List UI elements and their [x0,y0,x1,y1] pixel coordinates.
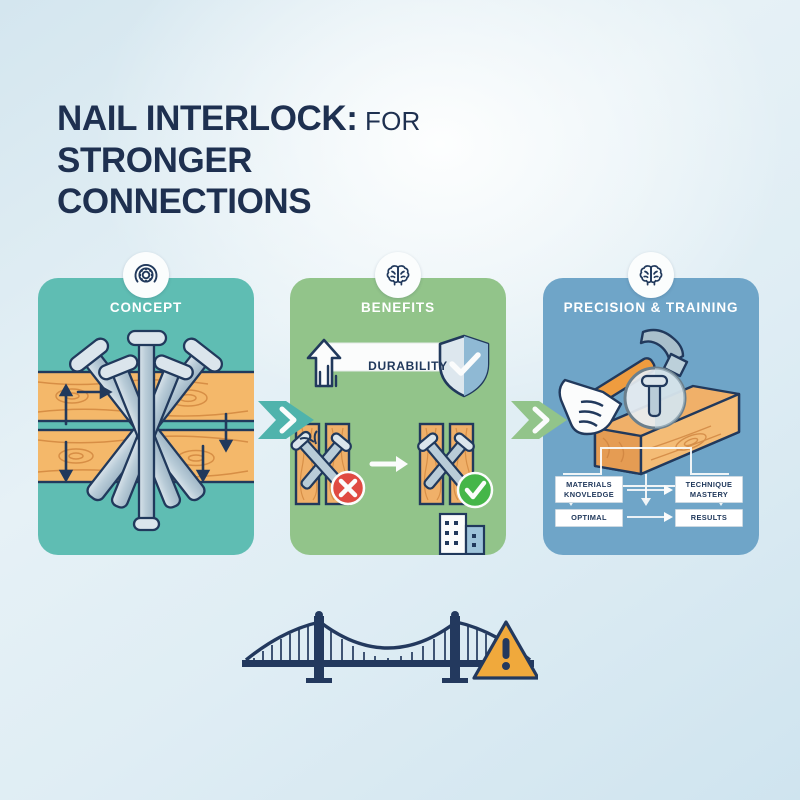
chevron-benefits-to-precision [511,383,573,457]
title-line-2: STRONGER [57,140,253,180]
panel-concept[interactable]: CONCEPT [32,252,262,555]
flow-box-results[interactable]: RESULTS [675,509,743,527]
warning-triangle-icon [472,620,540,680]
title-line-1-bold: NAIL INTERLOCK: [57,99,358,138]
flow-box-materials-knovledge[interactable]: MATERIALS KNOVLEDGE [555,476,623,503]
flow-box-optimal[interactable]: OPTIMAL [555,509,623,527]
gear-icon [123,252,169,298]
flow-box-technique-mastery[interactable]: TECHNIQUE MASTERY [675,476,743,503]
panel-precision-training-label: PRECISION & TRAINING [563,300,739,315]
title-line-1: NAIL INTERLOCK: FOR [57,98,527,140]
precision-training-illustration [543,324,759,555]
chevron-concept-to-benefits [258,383,320,457]
title-line-3: CONNECTIONS [57,182,312,222]
brain-icon [375,252,421,298]
panel-benefits-label: BENEFITS [361,300,435,315]
flow-box-technique-mastery-label: TECHNIQUE MASTERY [685,479,733,499]
concept-illustration [32,324,262,555]
title-line-1-light: FOR [357,106,421,136]
panel-precision-training[interactable]: PRECISION & TRAINING [543,252,759,555]
durability-banner-label: DURABILITY [368,359,448,373]
page-title: NAIL INTERLOCK: FOR STRONGER CONNECTIONS [57,98,527,223]
brain-icon [628,252,674,298]
flow-box-optimal-label: OPTIMAL [571,513,607,523]
flow-box-materials-knovledge-label: MATERIALS KNOVLEDGE [564,479,614,499]
panel-benefits[interactable]: BENEFITS [290,252,506,556]
panel-concept-label: CONCEPT [109,300,183,315]
bridge-illustration [238,600,540,700]
benefits-illustration [290,324,506,556]
flow-box-results-label: RESULTS [690,513,728,523]
flow-arrows [627,485,673,522]
